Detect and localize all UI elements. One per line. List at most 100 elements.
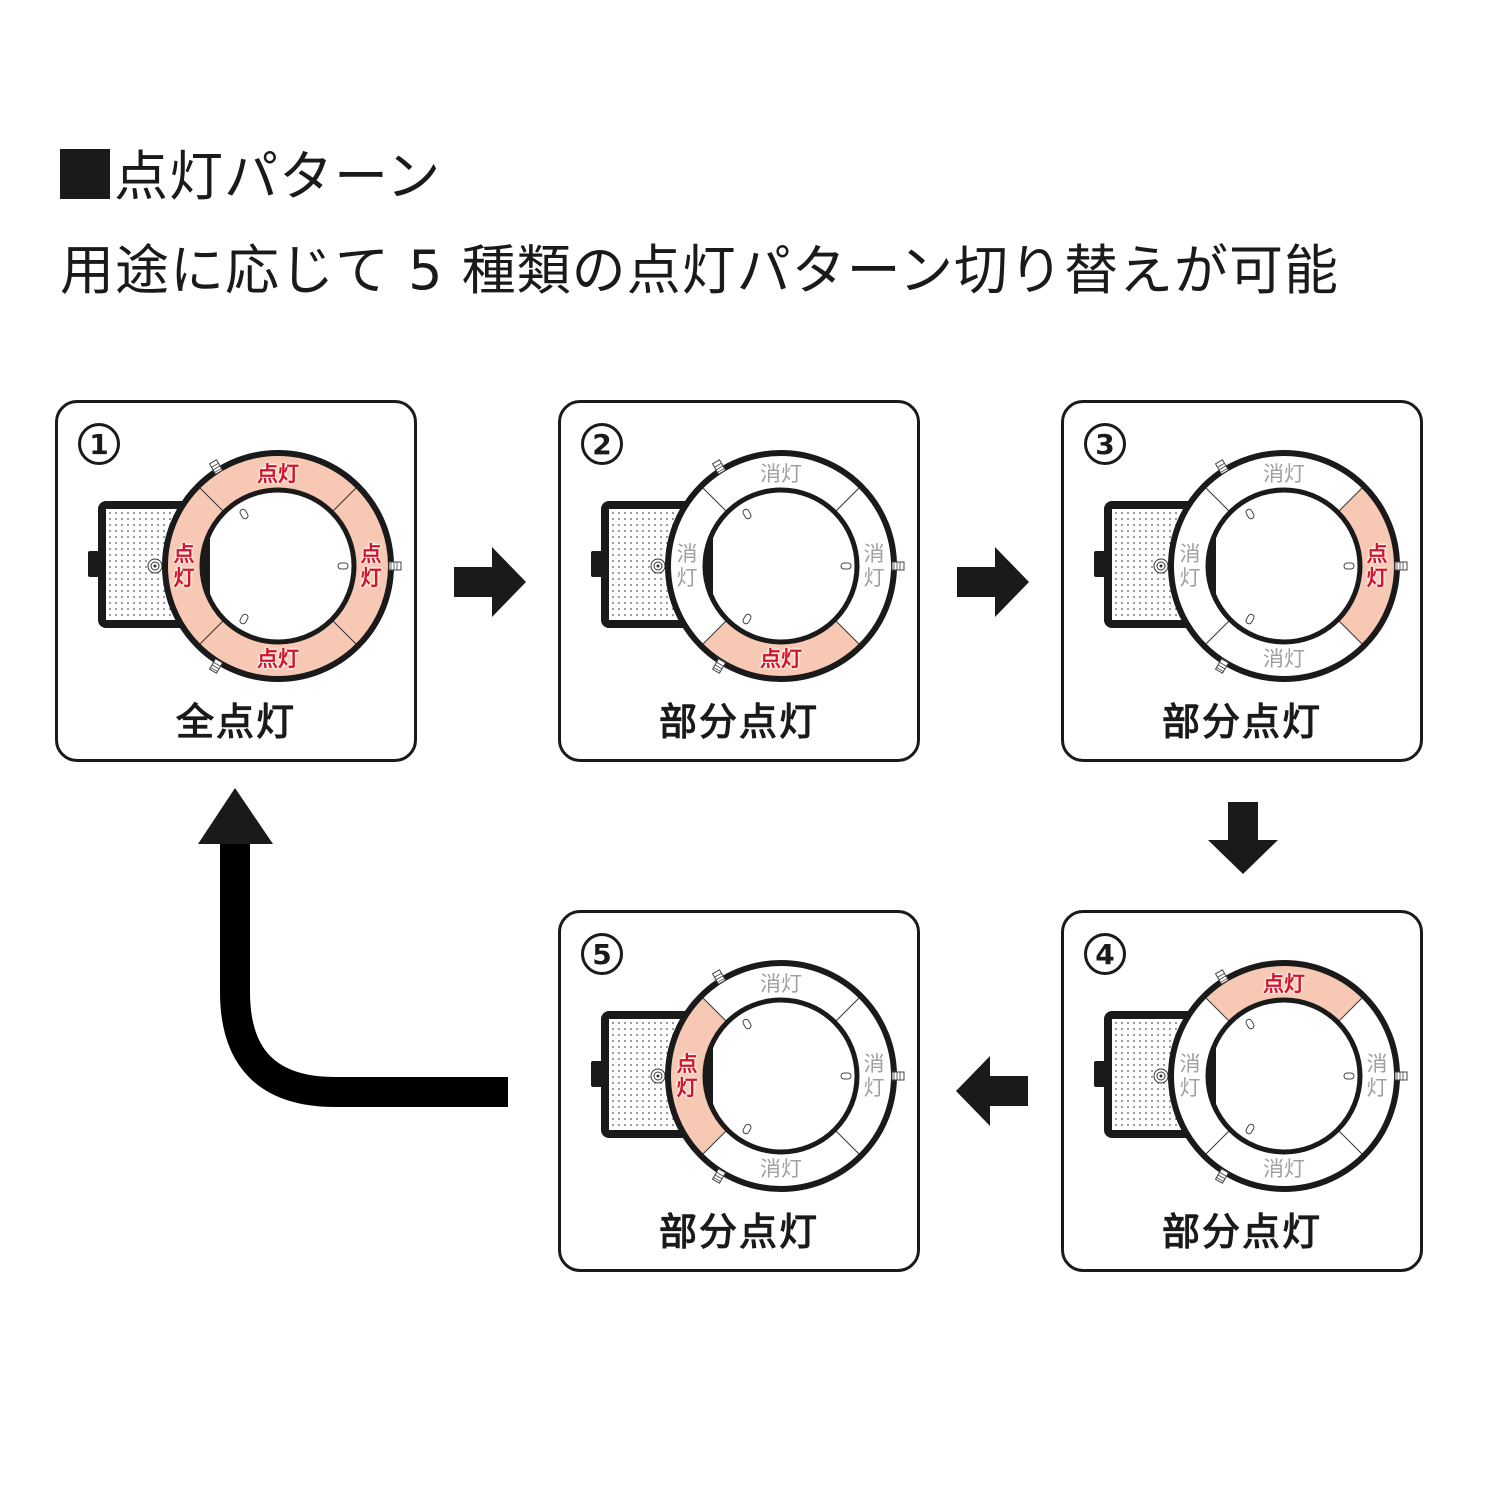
inner-clip-icon bbox=[742, 1123, 752, 1135]
segment-divider bbox=[834, 995, 862, 1023]
side-knob-icon bbox=[591, 551, 603, 577]
segment-label-top: 消灯 bbox=[760, 462, 802, 486]
inner-clip-icon bbox=[840, 1072, 852, 1080]
segment-divider bbox=[197, 485, 225, 513]
segment-label-top: 点灯 bbox=[1263, 972, 1305, 996]
segment-label-right: 点灯 bbox=[360, 542, 382, 590]
segment-divider bbox=[331, 485, 359, 513]
ring-segment-left bbox=[668, 486, 728, 646]
side-knob-icon bbox=[1094, 551, 1106, 577]
segment-label-bottom: 消灯 bbox=[1263, 1157, 1305, 1181]
thumbscrew-icon bbox=[891, 561, 905, 571]
ring-light-diagram bbox=[591, 450, 905, 682]
segment-label-bottom: 消灯 bbox=[760, 1157, 802, 1181]
ring-segment-top bbox=[701, 453, 861, 513]
target-mark-icon bbox=[650, 1068, 666, 1084]
thumbscrew-icon bbox=[208, 658, 224, 674]
segment-divider bbox=[834, 485, 862, 513]
segment-label-left: 点灯 bbox=[173, 542, 195, 590]
arrow-down-icon bbox=[1208, 802, 1278, 874]
segment-label-bottom: 点灯 bbox=[760, 647, 802, 671]
pattern-number-badge: 3 bbox=[1084, 423, 1126, 465]
segment-label-right: 消灯 bbox=[863, 1052, 885, 1100]
arrow-return-up-icon bbox=[198, 788, 508, 1107]
ring-segment-right bbox=[834, 996, 894, 1156]
segment-divider bbox=[331, 619, 359, 647]
inner-clip-icon bbox=[840, 562, 852, 570]
page-title-text: 点灯パターン bbox=[114, 145, 442, 208]
ring-inner-edge bbox=[1205, 487, 1363, 645]
segment-label-bottom: 点灯 bbox=[257, 647, 299, 671]
ring-segment-top bbox=[198, 453, 358, 513]
page-title: 点灯パターン bbox=[60, 142, 441, 212]
inner-clip-icon bbox=[742, 613, 752, 625]
ring-light-diagram bbox=[88, 450, 402, 682]
inner-clip-icon bbox=[1245, 1018, 1255, 1030]
segment-divider bbox=[197, 619, 225, 647]
segment-divider bbox=[834, 1129, 862, 1157]
ring-light-diagram bbox=[1094, 960, 1408, 1192]
segment-divider bbox=[700, 1129, 728, 1157]
square-bullet-icon bbox=[60, 149, 110, 199]
segment-divider bbox=[1203, 619, 1231, 647]
segment-label-left: 消灯 bbox=[676, 542, 698, 590]
inner-clip-icon bbox=[1343, 562, 1355, 570]
segment-label-left: 消灯 bbox=[1179, 1052, 1201, 1100]
inner-clip-icon bbox=[742, 508, 752, 520]
side-knob-icon bbox=[1094, 1061, 1106, 1087]
pattern-number-badge: 5 bbox=[581, 933, 623, 975]
pattern-number-badge: 2 bbox=[581, 423, 623, 465]
thumbscrew-icon bbox=[388, 561, 402, 571]
arrow-right-icon bbox=[957, 547, 1029, 617]
segment-divider bbox=[1203, 995, 1231, 1023]
target-mark-icon bbox=[1153, 558, 1169, 574]
segment-divider bbox=[1337, 485, 1365, 513]
segment-divider bbox=[700, 619, 728, 647]
arrow-left-icon bbox=[956, 1056, 1028, 1126]
segment-divider bbox=[1337, 1129, 1365, 1157]
thumbscrew-icon bbox=[1214, 969, 1230, 985]
pattern-number-badge: 4 bbox=[1084, 933, 1126, 975]
ring-inner-edge bbox=[199, 487, 357, 645]
ring-light-diagram bbox=[1094, 450, 1408, 682]
segment-divider bbox=[1337, 619, 1365, 647]
thumbscrew-icon bbox=[208, 459, 224, 475]
ring-segment-top bbox=[1204, 453, 1364, 513]
segment-divider bbox=[700, 995, 728, 1023]
target-mark-icon bbox=[650, 558, 666, 574]
ring-segment-bottom bbox=[1204, 619, 1364, 679]
segment-label-right: 点灯 bbox=[1366, 542, 1388, 590]
ring-inner-edge bbox=[702, 487, 860, 645]
pattern-caption: 全点灯 bbox=[175, 700, 296, 744]
thumbscrew-icon bbox=[1214, 1168, 1230, 1184]
ring-segment-bottom bbox=[1204, 1129, 1364, 1189]
segment-label-right: 消灯 bbox=[863, 542, 885, 590]
ring-segment-right bbox=[834, 486, 894, 646]
segment-label-right: 消灯 bbox=[1366, 1052, 1388, 1100]
ring-segment-left bbox=[1171, 996, 1231, 1156]
inner-clip-icon bbox=[1245, 1123, 1255, 1135]
pattern-number-badge: 1 bbox=[78, 423, 120, 465]
target-mark-icon bbox=[1153, 1068, 1169, 1084]
ring-segment-right bbox=[1337, 486, 1397, 646]
pattern-caption: 部分点灯 bbox=[658, 1210, 819, 1254]
ring-segment-bottom bbox=[701, 1129, 861, 1189]
inner-clip-icon bbox=[239, 508, 249, 520]
side-knob-icon bbox=[591, 1061, 603, 1087]
ring-segment-right bbox=[331, 486, 392, 646]
segment-label-top: 消灯 bbox=[760, 972, 802, 996]
thumbscrew-icon bbox=[1394, 561, 1408, 571]
inner-clip-icon bbox=[337, 562, 349, 570]
segment-divider bbox=[1203, 1129, 1231, 1157]
ring-segment-bottom bbox=[701, 619, 861, 679]
ring-segment-right bbox=[1337, 996, 1397, 1156]
thumbscrew-icon bbox=[711, 1168, 727, 1184]
inner-clip-icon bbox=[239, 613, 249, 625]
segment-label-top: 点灯 bbox=[257, 462, 299, 486]
ring-segment-left bbox=[1171, 486, 1231, 646]
